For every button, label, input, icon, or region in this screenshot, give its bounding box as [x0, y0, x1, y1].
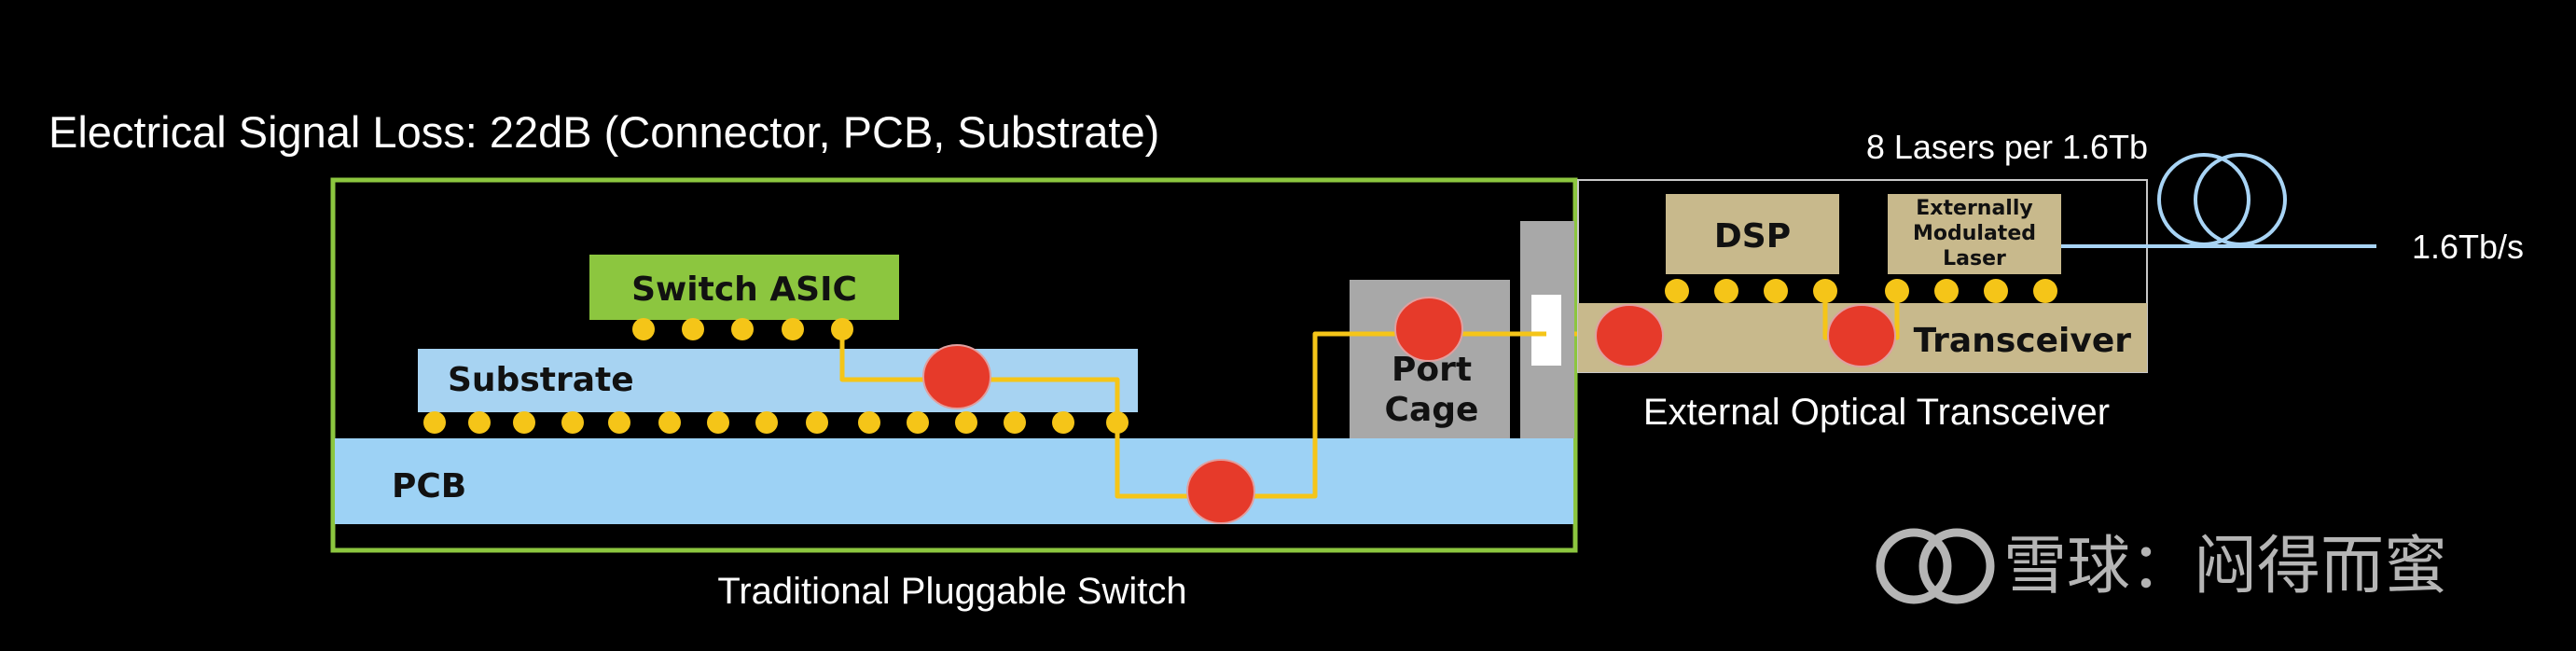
transceiver-solder-balls	[1665, 279, 2057, 303]
substrate-label: Substrate	[448, 361, 634, 399]
loss-points-switch	[922, 297, 1463, 524]
pcb-label: PCB	[392, 467, 466, 506]
transceiver-caption: External Optical Transceiver	[1643, 392, 2110, 433]
loss-points-transceiver	[1595, 304, 1896, 367]
watermark-logo-icon	[1876, 528, 1995, 604]
connector-contact	[1531, 295, 1561, 366]
output-rate-label: 1.6Tb/s	[2412, 228, 2524, 266]
dsp-chip	[1666, 194, 1839, 274]
transceiver-label: Transceiver	[1914, 322, 2132, 360]
substrate-solder-balls	[423, 411, 1129, 434]
switch-asic-label: Switch ASIC	[631, 270, 857, 309]
fiber-coil-icon	[2157, 153, 2287, 246]
asic-solder-balls	[632, 318, 853, 340]
lasers-per-rate-note: 8 Lasers per 1.6Tb	[1866, 128, 2148, 166]
pcb-layer	[335, 438, 1573, 524]
external-laser-chip	[1888, 194, 2061, 274]
pluggable-switch-outline	[330, 177, 1578, 553]
electrical-signal-trace	[839, 329, 1546, 499]
port-cage-label-line2: Cage	[1385, 391, 1479, 429]
watermark-text: 雪球：闷得而蜜	[2003, 531, 2447, 602]
pluggable-switch-caption: Traditional Pluggable Switch	[717, 571, 1186, 612]
diagram-title: Electrical Signal Loss: 22dB (Connector,…	[48, 107, 1159, 157]
switch-asic-chip	[589, 255, 899, 320]
laser-label-line2: Modulated	[1913, 222, 2036, 245]
laser-label-line1: Externally	[1916, 197, 2032, 220]
dsp-label: DSP	[1714, 217, 1791, 256]
laser-label-line3: Laser	[1943, 247, 2006, 270]
watermark: 雪球：闷得而蜜	[1876, 528, 2447, 604]
